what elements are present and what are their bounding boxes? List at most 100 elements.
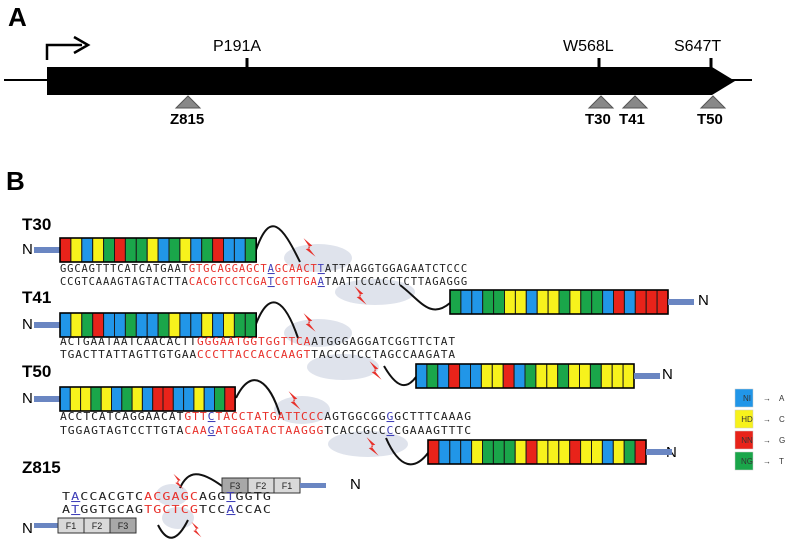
dna-segment: T bbox=[226, 491, 235, 503]
target-site-label: T41 bbox=[619, 111, 645, 128]
rvd-module bbox=[162, 386, 174, 412]
dna-segment: CAA bbox=[184, 425, 207, 437]
n-terminus-label: N bbox=[22, 520, 33, 537]
rvd-module bbox=[212, 237, 225, 263]
target-site-marker bbox=[699, 95, 727, 109]
dna-segment: CCGTCAAAGTAGTACTTA bbox=[60, 276, 189, 288]
dna-segment: TGACTTATTAGTTGTGAA bbox=[60, 349, 197, 361]
n-terminus-label: N bbox=[350, 476, 361, 493]
rvd-module bbox=[536, 289, 549, 315]
foki-cleavage-bolt bbox=[354, 286, 367, 305]
rvd-module bbox=[558, 289, 571, 315]
n-terminus-label: N bbox=[698, 292, 709, 309]
rvd-module bbox=[524, 363, 537, 389]
dna-segment: T bbox=[318, 263, 325, 275]
construct-name: T41 bbox=[22, 288, 51, 307]
rvd-module bbox=[179, 312, 192, 338]
target-site-label: Z815 bbox=[170, 111, 204, 128]
rvd-module bbox=[81, 237, 94, 263]
dna-segment: TCC bbox=[199, 504, 226, 516]
dna-strand: CCGTCAAAGTAGTACTTACACGTCCTCGATCGTTGAATAA… bbox=[60, 276, 468, 288]
rvd-module bbox=[190, 237, 203, 263]
rvd-module bbox=[438, 439, 451, 465]
mutation-label: W568L bbox=[563, 38, 614, 55]
legend-arrow: → bbox=[763, 436, 771, 445]
rvd-module bbox=[103, 237, 115, 263]
rvd-module bbox=[141, 386, 154, 412]
legend-swatch bbox=[734, 388, 754, 408]
zinc-finger-label: F3 bbox=[230, 481, 241, 491]
rvd-module bbox=[244, 312, 257, 338]
rvd-module bbox=[157, 312, 170, 338]
dna-segment: TCACCGCC bbox=[324, 425, 386, 437]
n-terminal-domain bbox=[634, 373, 660, 379]
rvd-module bbox=[223, 237, 235, 263]
rvd-module bbox=[634, 289, 647, 315]
rvd-module bbox=[437, 363, 450, 389]
dna-segment: A bbox=[318, 276, 325, 288]
rvd-module bbox=[69, 386, 82, 412]
n-terminal-domain bbox=[34, 247, 60, 253]
dna-segment: GTGCAGGAGCT bbox=[189, 263, 268, 275]
talen-t50: T50 N N ACCTCATCAGGAACATGTTCTACCTATGATTC… bbox=[22, 362, 677, 466]
rvd-module bbox=[415, 363, 428, 389]
rvd-module bbox=[59, 237, 72, 263]
dna-segment: TACCCTCCTAGCCAAGATA bbox=[311, 349, 456, 361]
promoter-arrowhead bbox=[73, 35, 91, 55]
rvd-module bbox=[547, 439, 560, 465]
rvd-module bbox=[602, 289, 614, 315]
dna-segment: G bbox=[208, 425, 216, 437]
rvd-module bbox=[482, 289, 495, 315]
rvd-module bbox=[114, 237, 126, 263]
rvd-legend: NI→AHD→CNN→GNG→T bbox=[734, 388, 785, 471]
n-terminus-label: N bbox=[22, 241, 33, 258]
rvd-module bbox=[459, 363, 472, 389]
talen-t30: T30 N N GGCAGTTTCATCATGAATGTGCAGGAGCTAGC… bbox=[22, 215, 709, 315]
legend-arrow: → bbox=[763, 394, 771, 403]
dna-segment: GGGAATGGTGGTTCA bbox=[197, 336, 311, 348]
rvd-module bbox=[502, 363, 515, 389]
rvd-module bbox=[70, 237, 83, 263]
dna-segment: CGAAAGTTTC bbox=[394, 425, 472, 437]
rvd-module bbox=[482, 439, 494, 465]
dna-segment: AGTGGCGG bbox=[324, 411, 386, 423]
rvd-module bbox=[146, 237, 159, 263]
rvd-module bbox=[190, 312, 203, 338]
dna-strand: GGCAGTTTCATCATGAATGTGCAGGAGCTAGCAACTTATT… bbox=[60, 263, 468, 275]
dna-segment: TGGAGTAGTCCTTGTA bbox=[60, 425, 184, 437]
rvd-module bbox=[613, 289, 625, 315]
rvd-module bbox=[623, 439, 636, 465]
rvd-module bbox=[224, 386, 236, 412]
rvd-module bbox=[135, 237, 148, 263]
n-terminal-domain bbox=[300, 483, 326, 488]
legend-rvd-label: NG bbox=[741, 457, 753, 466]
rvd-module bbox=[59, 386, 71, 412]
rvd-module bbox=[135, 312, 148, 338]
dna-segment: CGTTGA bbox=[275, 276, 318, 288]
rvd-module bbox=[514, 439, 527, 465]
dna-segment: C bbox=[386, 425, 394, 437]
legend-rvd-label: NN bbox=[741, 436, 753, 445]
rvd-module bbox=[580, 439, 592, 465]
dna-segment: ATGGGAGGATCGGTTCTAT bbox=[311, 336, 456, 348]
rvd-module bbox=[448, 363, 461, 389]
rvd-module bbox=[503, 439, 516, 465]
rvd-module bbox=[491, 363, 504, 389]
construct-name: T50 bbox=[22, 362, 51, 381]
rvd-module bbox=[622, 363, 635, 389]
dna-segment: CCACGTC bbox=[80, 491, 144, 503]
rvd-module bbox=[645, 289, 658, 315]
dna-segment: ATTAAGGTGGAGAATCTCCC bbox=[325, 263, 468, 275]
n-terminal-domain bbox=[34, 523, 58, 528]
rvd-module bbox=[480, 363, 493, 389]
dna-segment: GCAACT bbox=[275, 263, 318, 275]
rvd-module bbox=[536, 439, 549, 465]
dna-segment: ACGAGC bbox=[144, 491, 199, 503]
dna-segment: GGTGCAG bbox=[80, 504, 144, 516]
dna-segment: T bbox=[268, 276, 275, 288]
dna-segment: GTT bbox=[184, 411, 207, 423]
